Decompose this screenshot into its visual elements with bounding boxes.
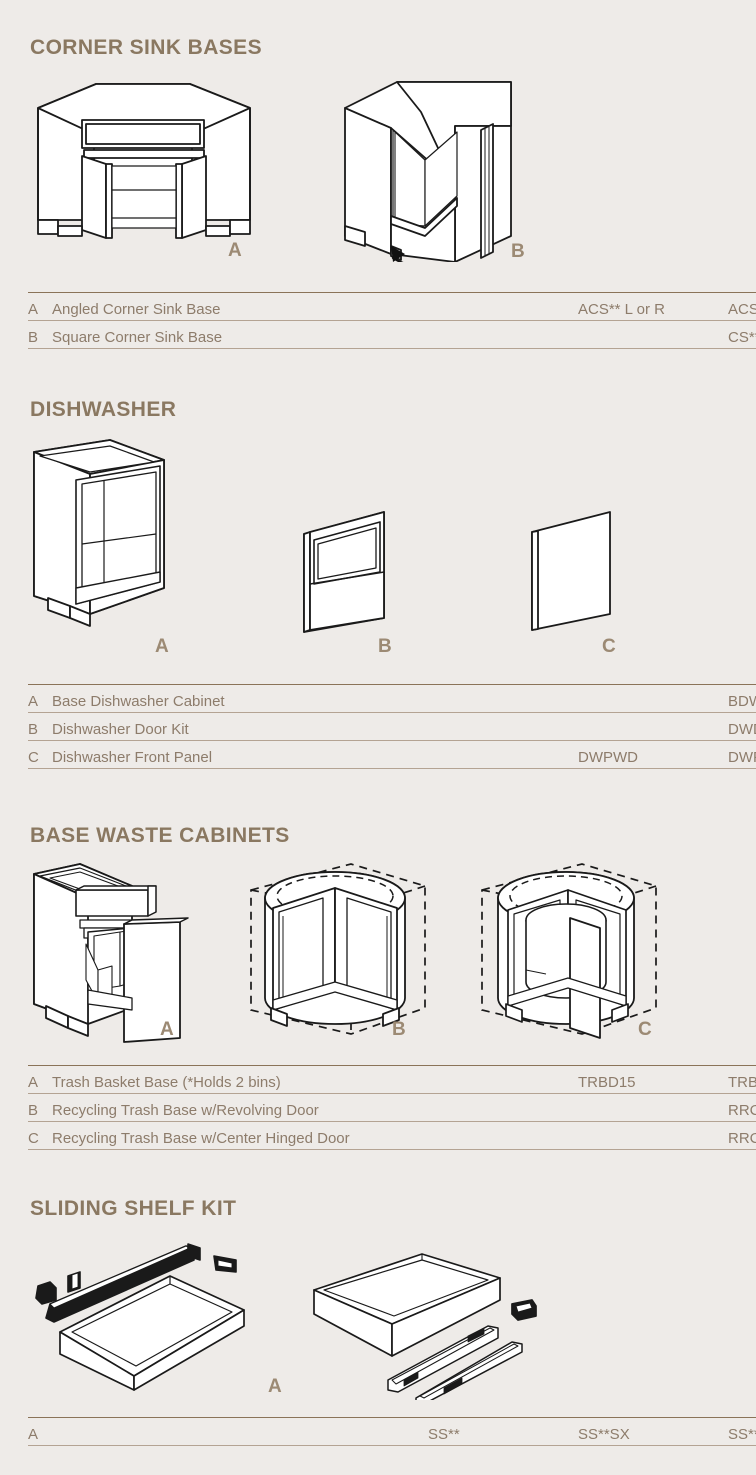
row-letter: B	[28, 712, 52, 741]
dishwasher-front-panel-illustration	[528, 510, 616, 632]
recycling-trash-base-center-hinged-door-illustration	[474, 858, 664, 1054]
figure-tag-a-corner-sink: A	[228, 240, 242, 261]
table-row: B Recycling Trash Base w/Revolving Door …	[28, 1093, 756, 1122]
table-row: B Square Corner Sink Base CS** L or R	[28, 320, 756, 349]
row-code-2	[578, 320, 728, 349]
row-code-1	[428, 1121, 578, 1150]
figure-tag-b-base-waste: B	[392, 1019, 406, 1040]
table-row: C Dishwasher Front Panel DWPWD DWPLAM18	[28, 740, 756, 769]
sliding-shelf-kit-illustration	[28, 1242, 298, 1392]
row-description: Trash Basket Base (*Holds 2 bins)	[52, 1065, 428, 1094]
trash-basket-base-illustration	[28, 858, 214, 1048]
row-letter: A	[28, 684, 52, 713]
row-code-2: SS**SX	[578, 1417, 728, 1446]
recycling-trash-base-revolving-door-illustration	[243, 858, 433, 1048]
table-row: B Dishwasher Door Kit DWD	[28, 712, 756, 741]
row-letter: C	[28, 1121, 52, 1150]
figure-tag-b-dishwasher: B	[378, 636, 392, 657]
row-code-3: DWPLAM18	[728, 740, 756, 769]
figure-tag-c-dishwasher: C	[602, 636, 616, 657]
row-description: Recycling Trash Base w/Center Hinged Doo…	[52, 1121, 428, 1150]
row-code-2	[578, 1093, 728, 1122]
row-letter: A	[28, 292, 52, 321]
table-row: C Recycling Trash Base w/Center Hinged D…	[28, 1121, 756, 1150]
row-code-1	[428, 320, 578, 349]
section-title-corner-sink-bases: CORNER SINK BASES	[30, 36, 262, 59]
figure-tag-a-sliding-shelf: A	[268, 1376, 282, 1397]
row-code-1	[428, 712, 578, 741]
row-description: Base Dishwasher Cabinet	[52, 684, 428, 713]
table-row: A Trash Basket Base (*Holds 2 bins) TRBD…	[28, 1065, 756, 1094]
row-code-2: ACS** L or R	[578, 292, 728, 321]
row-code-3: TRBD18*	[728, 1065, 756, 1094]
row-code-1	[428, 1093, 578, 1122]
base-dishwasher-cabinet-illustration	[28, 438, 196, 634]
row-description: Angled Corner Sink Base	[52, 292, 428, 321]
figure-tag-a-dishwasher: A	[155, 636, 169, 657]
table-base-waste-cabinets: A Trash Basket Base (*Holds 2 bins) TRBD…	[28, 1065, 756, 1150]
figure-tag-c-base-waste: C	[638, 1019, 652, 1040]
row-description: Recycling Trash Base w/Revolving Door	[52, 1093, 428, 1122]
row-code-1	[428, 684, 578, 713]
table-corner-sink-bases: A Angled Corner Sink Base ACS** L or R A…	[28, 292, 756, 349]
sliding-shelf-kit-illustration-second	[292, 1252, 562, 1400]
section-title-sliding-shelf-kit: SLIDING SHELF KIT	[30, 1197, 237, 1220]
row-code-2	[578, 684, 728, 713]
row-description	[52, 1417, 428, 1446]
row-code-3: BDW2748	[728, 684, 756, 713]
row-code-3: RRC36DR	[728, 1093, 756, 1122]
row-letter: C	[28, 740, 52, 769]
row-code-2: DWPWD	[578, 740, 728, 769]
dishwasher-door-kit-illustration	[300, 510, 392, 634]
row-code-1	[428, 292, 578, 321]
row-code-3: ACS42	[728, 292, 756, 321]
row-code-1	[428, 740, 578, 769]
row-letter: B	[28, 320, 52, 349]
row-description: Dishwasher Door Kit	[52, 712, 428, 741]
table-dishwasher: A Base Dishwasher Cabinet BDW2748 B Dish…	[28, 684, 756, 769]
row-letter: A	[28, 1065, 52, 1094]
square-corner-sink-base-illustration	[335, 76, 551, 262]
row-code-2: TRBD15	[578, 1065, 728, 1094]
row-letter: B	[28, 1093, 52, 1122]
table-row: A Base Dishwasher Cabinet BDW2748	[28, 684, 756, 713]
table-row: A SS** SS**SX SS**SP	[28, 1417, 756, 1446]
row-code-2	[578, 1121, 728, 1150]
row-letter: A	[28, 1417, 52, 1446]
row-code-1: SS**	[428, 1417, 578, 1446]
row-code-1	[428, 1065, 578, 1094]
figure-tag-b-corner-sink: B	[511, 241, 525, 262]
row-description: Square Corner Sink Base	[52, 320, 428, 349]
row-code-3: CS** L or R	[728, 320, 756, 349]
row-code-3: SS**SP	[728, 1417, 756, 1446]
figure-tag-a-base-waste: A	[160, 1019, 174, 1040]
table-row: A Angled Corner Sink Base ACS** L or R A…	[28, 292, 756, 321]
row-code-2	[578, 712, 728, 741]
section-title-base-waste-cabinets: BASE WASTE CABINETS	[30, 824, 290, 847]
angled-corner-sink-base-illustration	[28, 78, 260, 258]
section-title-dishwasher: DISHWASHER	[30, 398, 177, 421]
row-code-3: DWD	[728, 712, 756, 741]
row-code-3: RRC36 L or R	[728, 1121, 756, 1150]
table-sliding-shelf-kit: A SS** SS**SX SS**SP	[28, 1417, 756, 1446]
row-description: Dishwasher Front Panel	[52, 740, 428, 769]
